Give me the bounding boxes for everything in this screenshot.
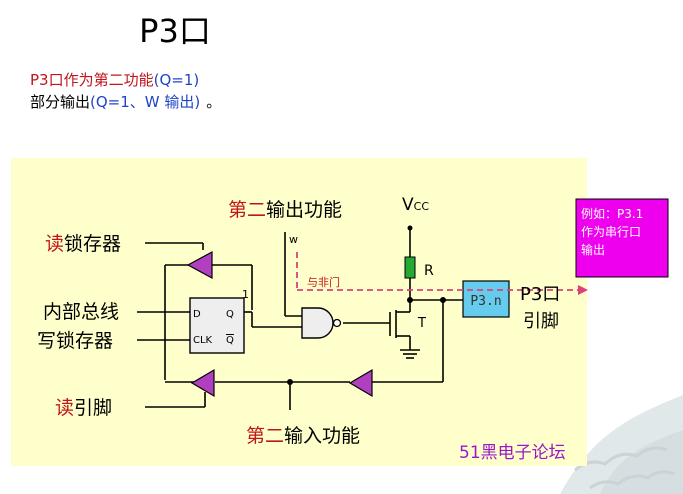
second-output-accent: 第二 bbox=[228, 199, 266, 221]
vcc-sub: CC bbox=[414, 200, 430, 213]
watermark-text: 黑电子论坛 bbox=[481, 443, 566, 463]
q-one-label: 1 bbox=[242, 288, 249, 301]
description-line-2-end: 。 bbox=[206, 93, 221, 111]
example-note-box bbox=[575, 198, 669, 278]
decorative-dragon bbox=[560, 395, 683, 494]
pin-box-label: P3.n bbox=[470, 294, 501, 309]
circuit-wires bbox=[137, 226, 463, 410]
page-title: P3口 bbox=[139, 12, 211, 50]
second-output-text: 输出功能 bbox=[266, 199, 342, 221]
latch-flip-flop bbox=[189, 297, 245, 354]
read-pin-buffer bbox=[190, 368, 215, 398]
ff-qbar-label: Q bbox=[226, 335, 234, 346]
ff-d-label: D bbox=[193, 309, 201, 320]
example-note-line3: 输出 bbox=[581, 242, 605, 257]
resistor-label: R bbox=[424, 263, 434, 279]
description-line-1-paren: (Q=1) bbox=[154, 71, 200, 89]
read-latch-accent: 读 bbox=[45, 233, 64, 255]
vcc-main: V bbox=[402, 195, 414, 215]
watermark: 51黑电子论坛 bbox=[459, 443, 566, 463]
ff-q-label: Q bbox=[226, 309, 234, 320]
second-output-label: 第二输出功能 bbox=[228, 199, 342, 221]
description-line-2-main: 部分输出 bbox=[30, 93, 90, 111]
example-note-line2: 作为串行口 bbox=[581, 225, 641, 239]
description-line-1: P3口作为第二功能(Q=1) bbox=[30, 71, 199, 89]
read-pin-label: 读引脚 bbox=[55, 397, 112, 419]
serial-output-arrow bbox=[578, 285, 588, 295]
nand-note-label: 与非门 bbox=[307, 275, 340, 289]
internal-bus-label: 内部总线 bbox=[43, 301, 119, 323]
second-input-text: 输入功能 bbox=[284, 425, 360, 447]
read-latch-label: 读锁存器 bbox=[45, 233, 121, 255]
ff-clk-label: CLK bbox=[193, 335, 213, 346]
resistor bbox=[404, 256, 416, 279]
second-input-buffer bbox=[348, 368, 373, 398]
example-note-line1: 例如：P3.1 bbox=[581, 206, 643, 221]
watermark-num: 51 bbox=[459, 443, 481, 463]
nand-gate bbox=[301, 307, 334, 339]
pin-label-line2: 引脚 bbox=[523, 311, 559, 332]
read-latch-buffer bbox=[186, 250, 213, 280]
vcc-label: VCC bbox=[402, 195, 429, 215]
description-line-1-main: P3口作为第二功能 bbox=[30, 71, 154, 89]
description-line-2-paren: (Q=1、W 输出) bbox=[90, 93, 200, 111]
w-label: w bbox=[289, 233, 298, 246]
junction-dots bbox=[287, 225, 446, 385]
write-latch-label: 写锁存器 bbox=[37, 330, 113, 352]
transistor-label: T bbox=[417, 316, 426, 331]
read-pin-accent: 读 bbox=[55, 397, 74, 419]
pin-box bbox=[462, 280, 510, 318]
pin-label-line1: P3口 bbox=[520, 284, 560, 305]
description-line-2: 部分输出(Q=1、W 输出) 。 bbox=[30, 93, 221, 111]
nand-bubble bbox=[332, 318, 342, 328]
second-input-accent: 第二 bbox=[246, 425, 284, 447]
serial-output-path bbox=[296, 252, 578, 291]
read-pin-text: 引脚 bbox=[74, 397, 112, 419]
read-latch-text: 锁存器 bbox=[64, 233, 121, 255]
second-input-label: 第二输入功能 bbox=[246, 425, 360, 447]
